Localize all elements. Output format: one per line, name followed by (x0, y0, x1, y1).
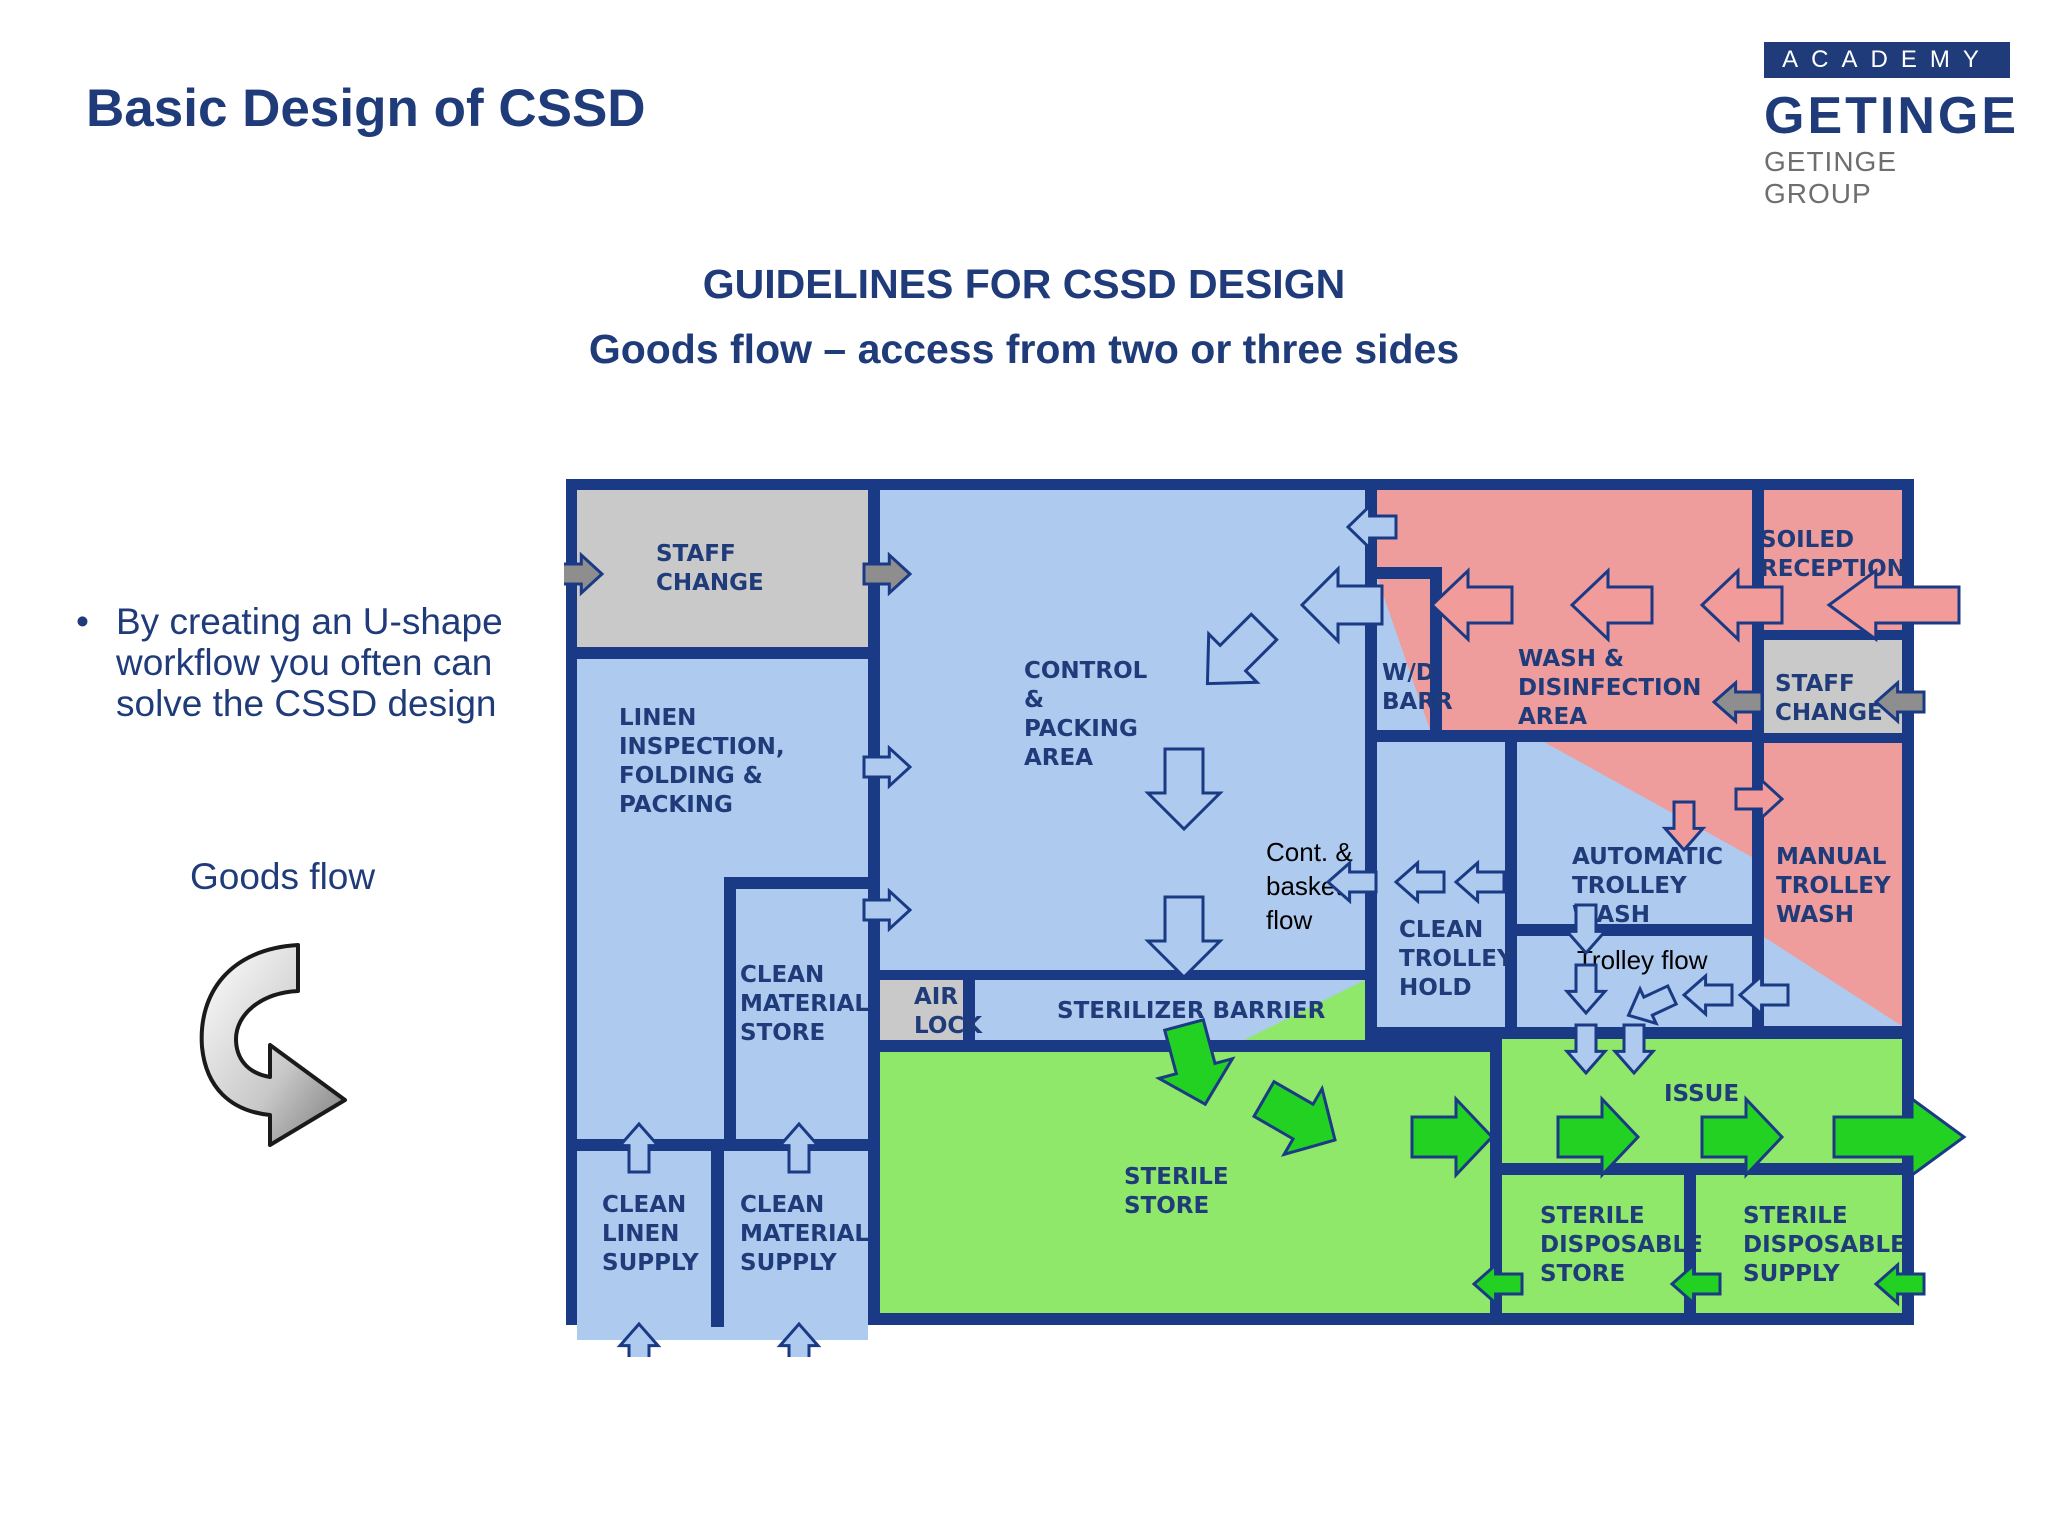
wall-wd-barrier-top (1377, 567, 1442, 579)
manual-wash-clean-side (1764, 937, 1902, 1026)
arrow-hold-down-2-icon (1563, 963, 1609, 1016)
logo-academy-text: ACADEMY (1764, 42, 2010, 78)
arrow-store-1-icon (1251, 1079, 1337, 1157)
arrow-disposable-to-sterile-icon (1471, 1261, 1524, 1307)
bullet-line-3: solve the CSSD design (116, 683, 497, 724)
bullet-dot: • (76, 601, 89, 642)
room-sterile-store (880, 1052, 1490, 1313)
arrow-trolley-2-icon (1681, 972, 1734, 1018)
flow-arrows (564, 502, 1967, 1357)
arrow-hold-left-icon (1393, 859, 1446, 905)
arrow-hold-to-control-icon (1325, 859, 1378, 905)
arrow-linen-to-control-2-icon (862, 887, 913, 933)
arrow-wash-to-control-icon (1299, 565, 1384, 645)
arrow-staff-right-in-icon (1873, 679, 1926, 725)
arrow-wash-2-icon (1429, 567, 1514, 643)
room-clean-material-supply (724, 1151, 868, 1313)
goods-flow-heading: Goods flow – access from two or three si… (588, 326, 1460, 372)
arrow-wash-to-manual-icon (1734, 776, 1785, 822)
room-control-packing (880, 490, 1365, 970)
arrow-wash-1-icon (1569, 567, 1654, 643)
logo-brand-text: GETINGE (1764, 87, 2020, 145)
room-sterile-disposable-supply (1696, 1175, 1902, 1313)
wd-barrier-soiled-side (1377, 577, 1430, 730)
label-sterilizer-barrier: STERILIZER BARRIER (1057, 998, 1326, 1024)
getinge-academy-logo: ACADEMY GETINGE GETINGE GROUP (1764, 42, 2020, 210)
arrow-trolley-3-icon (1626, 983, 1679, 1026)
arrow-staff-to-control-icon (862, 551, 913, 597)
arrow-linen-to-control-1-icon (862, 744, 913, 790)
arrow-soiled-in-icon (1826, 567, 1961, 643)
arrow-soiled-to-wash-icon (1699, 567, 1784, 643)
wall-auto-wash (1505, 742, 1517, 932)
arrow-material-supply-in-icon (776, 1321, 822, 1357)
arrow-staff-entry-left-icon (564, 551, 605, 597)
arrow-hold-to-issue-2-icon (1611, 1023, 1657, 1076)
logo-group-text: GETINGE GROUP (1764, 146, 1898, 209)
arrow-issue-out-icon (1832, 1096, 1967, 1178)
room-staff-change-left (577, 490, 868, 647)
arrow-staff-right-to-wash-icon (1711, 679, 1764, 725)
guidelines-heading: GUIDELINES FOR CSSD DESIGN (702, 261, 1346, 307)
arrow-control-diagonal-icon (1205, 612, 1279, 686)
room-clean-material-store (736, 889, 868, 1139)
label-trolley-flow: Trolley flow (1577, 945, 1708, 975)
arrow-issue-1-icon (1556, 1095, 1641, 1179)
arrow-trolley-1-icon (1737, 972, 1790, 1018)
bullet-point: • By creating an U-shape workflow you of… (76, 601, 546, 724)
u-turn-arrow-icon (199, 943, 347, 1147)
arrow-auto-to-hold-icon (1453, 859, 1506, 905)
room-sterile-disposable-store (1502, 1175, 1684, 1313)
arrow-hold-down-1-icon (1563, 903, 1609, 956)
sterilizer-barrier-sterile-side (984, 980, 1365, 1040)
room-staff-change-right (1764, 640, 1902, 733)
wall-supply-divider (711, 1147, 724, 1327)
label-issue: ISSUE (1664, 1081, 1739, 1107)
arrow-material-supply-up-icon (776, 1121, 822, 1174)
arrow-disposable-to-store-icon (1669, 1261, 1722, 1307)
arrow-top-exit-icon (1345, 502, 1398, 552)
arrow-barrier-to-store-icon (1155, 1017, 1236, 1107)
room-clean-linen-supply (577, 1147, 711, 1312)
arrow-control-down-2-icon (1144, 895, 1224, 980)
wall-wd-barrier (1430, 577, 1442, 732)
arrow-wash-to-auto-icon (1661, 800, 1707, 853)
bullet-line-2: workflow you often can (116, 642, 493, 683)
goods-flow-legend-label: Goods flow (190, 856, 376, 897)
arrow-linen-supply-up-icon (616, 1121, 662, 1174)
arrow-linen-supply-in-icon (616, 1321, 662, 1357)
arrow-issue-2-icon (1700, 1095, 1785, 1179)
room-air-lock (880, 980, 963, 1040)
arrow-control-down-1-icon (1144, 747, 1224, 832)
arrow-hold-to-issue-1-icon (1563, 1023, 1609, 1076)
arrow-disposable-in-icon (1873, 1261, 1926, 1307)
bullet-line-1: By creating an U-shape (116, 601, 503, 642)
arrow-store-to-issue-icon (1410, 1095, 1495, 1179)
page-title: Basic Design of CSSD (86, 79, 646, 138)
